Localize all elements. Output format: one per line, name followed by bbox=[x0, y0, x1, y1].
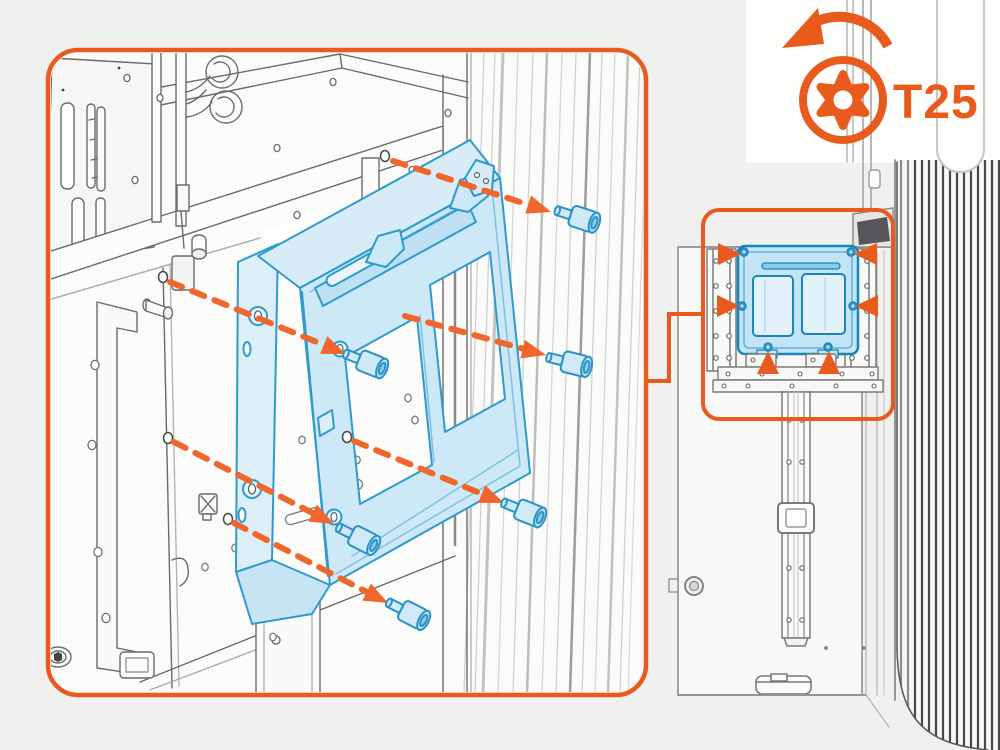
screw-position-markers bbox=[717, 243, 878, 374]
panel-screw-dots bbox=[824, 646, 866, 650]
channel-holes bbox=[87, 359, 111, 624]
detail-panel-content bbox=[51, 53, 643, 692]
torx-screws bbox=[334, 205, 602, 632]
rotate-arrow-head bbox=[782, 8, 824, 48]
machine-side-column bbox=[894, 159, 1000, 750]
mounting-bracket-drawing bbox=[235, 139, 531, 625]
bracket-window-left bbox=[752, 275, 794, 337]
beam-holes bbox=[721, 371, 877, 389]
linear-rail bbox=[777, 391, 815, 647]
rail-carriage bbox=[777, 502, 815, 534]
handle-slot-outline bbox=[936, 0, 985, 173]
torx-tool-badge: T25 bbox=[782, 8, 979, 144]
torx-screw-icon bbox=[799, 56, 887, 144]
source-screw-holes bbox=[157, 149, 391, 526]
thumb-knob bbox=[668, 576, 704, 596]
machine-foot bbox=[755, 673, 812, 695]
torx-size-label: T25 bbox=[893, 76, 979, 129]
fastener-direction-arrows bbox=[167, 158, 551, 603]
rotate-counterclockwise-arrow-icon bbox=[809, 11, 893, 49]
bracket-window-right bbox=[801, 273, 846, 335]
callout-screw-dots bbox=[737, 247, 858, 352]
callout-connector-line bbox=[646, 312, 703, 383]
carriage-clamp bbox=[857, 217, 890, 245]
mounted-bracket-front-view bbox=[736, 244, 860, 359]
